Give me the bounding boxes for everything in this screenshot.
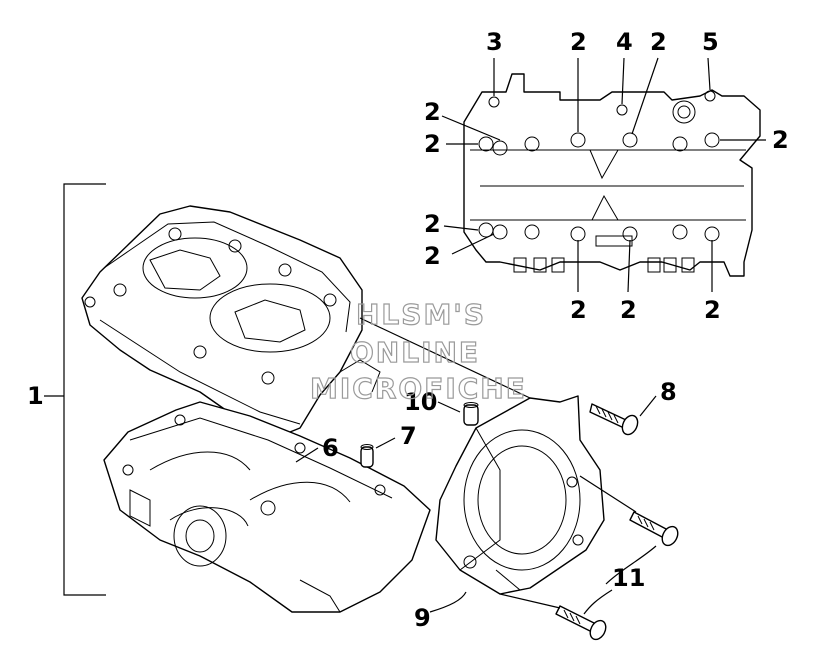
callout-2: 2 [424, 242, 441, 270]
leader-item-7 [375, 437, 396, 449]
callout-2: 2 [704, 296, 721, 324]
watermark-line-3: MICROFICHE [310, 372, 527, 405]
callout-5: 5 [702, 28, 719, 56]
callout-6: 6 [322, 434, 339, 462]
callout-4: 4 [616, 28, 633, 56]
leader-item-10 [437, 401, 461, 413]
crankcase-cover-item-9 [435, 395, 605, 595]
bolt-alignment-line-upper [579, 475, 637, 513]
bolt-item-11-lower [555, 605, 607, 641]
alignment-line [359, 317, 531, 399]
watermark: HLSM'S ONLINE MICROFICHE [309, 297, 527, 405]
bolt-item-8 [589, 403, 639, 436]
callout-11: 11 [612, 564, 645, 592]
watermark-line-2: ONLINE [350, 336, 480, 369]
callout-8: 8 [660, 378, 677, 406]
dowel-pin-item-10 [463, 402, 479, 426]
callout-1: 1 [27, 382, 44, 410]
leader-item-6 [295, 447, 319, 463]
watermark-line-1: HLSM'S [356, 298, 486, 331]
leader-item-8 [639, 395, 657, 417]
callout-2: 2 [570, 296, 587, 324]
crankcase-face-view [463, 73, 761, 277]
dowel-pin-item-7 [360, 444, 374, 468]
callout-2: 2 [424, 98, 441, 126]
callout-10: 10 [404, 388, 437, 416]
inset-leaders [441, 57, 766, 293]
leader-item-11-b [583, 589, 613, 615]
lower-crankcase [103, 401, 431, 613]
leader-item-9 [429, 591, 467, 613]
callout-3: 3 [486, 28, 503, 56]
upper-crankcase [81, 205, 381, 441]
callout-2: 2 [620, 296, 637, 324]
callout-2: 2 [650, 28, 667, 56]
callout-2: 2 [570, 28, 587, 56]
callout-2: 2 [424, 130, 441, 158]
callout-2: 2 [424, 210, 441, 238]
bracket-item-1 [44, 183, 106, 596]
bolt-item-11-upper [629, 511, 679, 547]
leader-item-11-a [605, 545, 657, 585]
callout-7: 7 [400, 422, 417, 450]
callout-2: 2 [772, 126, 789, 154]
bolt-alignment-line [499, 593, 561, 609]
callout-9: 9 [414, 604, 431, 632]
